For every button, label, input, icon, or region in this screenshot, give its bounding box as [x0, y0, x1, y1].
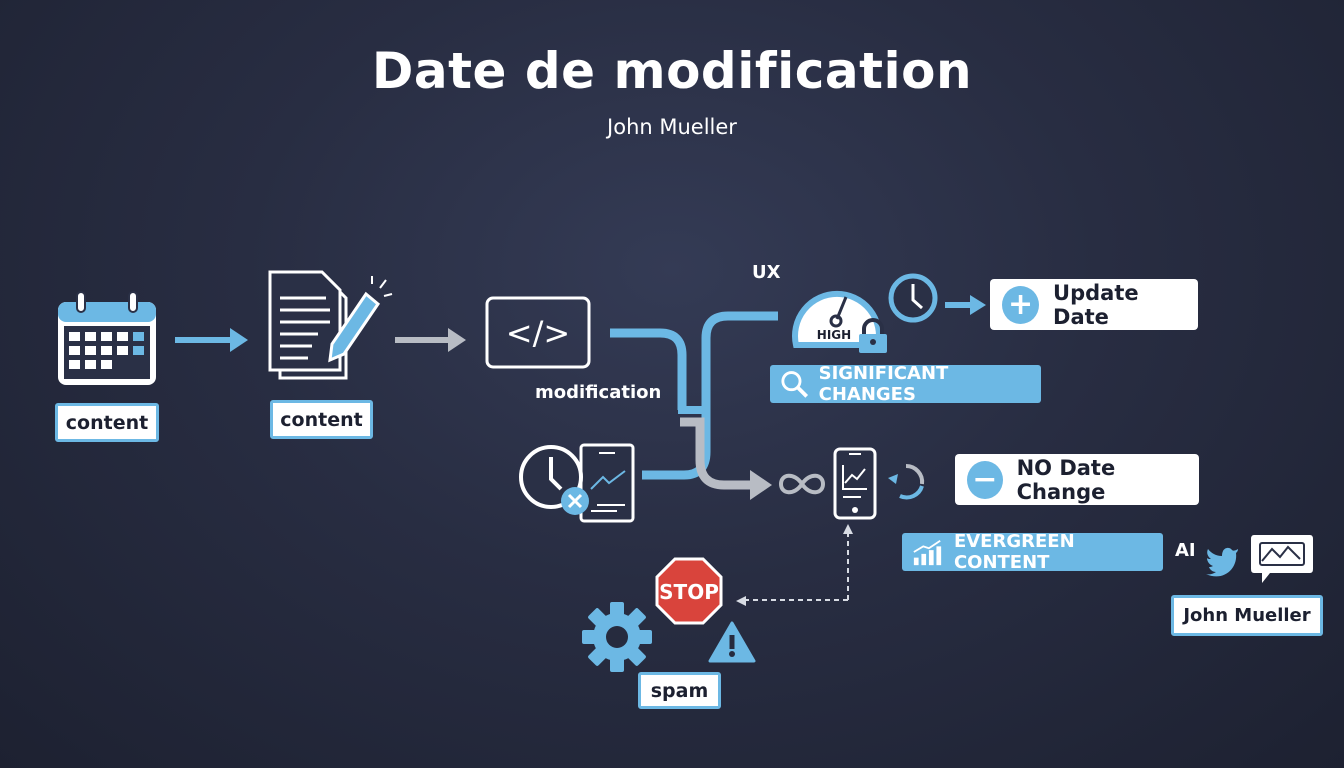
code-icon: </> — [485, 296, 591, 369]
arrow-document-to-code — [395, 328, 466, 352]
refresh-icon — [888, 463, 925, 500]
connector-code-branch — [610, 328, 687, 410]
calendar-icon — [58, 291, 156, 385]
search-icon — [781, 371, 809, 398]
no-date-change-box: − NO Date Change — [955, 454, 1199, 505]
page-title: Date de modification — [371, 42, 973, 100]
document-content-label: content — [270, 400, 373, 439]
significant-changes-label: SIGNIFICANT CHANGES — [818, 363, 949, 405]
lock-icon — [859, 318, 887, 353]
document-edit-icon — [268, 270, 393, 380]
plus-icon: + — [1002, 285, 1040, 324]
connector-upper-branch — [642, 311, 778, 480]
spam-label: spam — [638, 672, 721, 709]
speed-gauge-icon: HIGH — [792, 290, 887, 353]
svg-text:</>: </> — [506, 314, 570, 352]
stop-sign-icon: STOP — [655, 557, 723, 625]
no-date-change-label: NO Date Change — [1016, 455, 1116, 504]
john-mueller-label: John Mueller — [1171, 595, 1323, 636]
smartphone-chart-icon — [833, 447, 877, 520]
growth-chart-icon — [913, 539, 942, 566]
calendar-content-label: content — [55, 403, 159, 442]
significant-changes-banner: SIGNIFICANT CHANGES — [770, 363, 1041, 405]
minus-icon: − — [967, 460, 1003, 499]
update-date-box: + Update Date — [990, 279, 1198, 330]
stop-label: STOP — [659, 580, 719, 604]
modification-label: modification — [535, 382, 662, 403]
clock-tablet-icon — [519, 443, 635, 523]
evergreen-content-label: EVERGREEN CONTENT — [953, 531, 1075, 573]
evergreen-content-banner: EVERGREEN CONTENT — [902, 531, 1163, 573]
infinity-icon — [778, 473, 826, 495]
gauge-high-label: HIGH — [817, 328, 851, 342]
twitter-bird-icon — [1206, 547, 1238, 577]
chat-chart-icon — [1251, 535, 1313, 583]
clock-icon — [888, 273, 938, 323]
arrow-to-evergreen — [680, 417, 752, 490]
warning-icon — [708, 621, 756, 663]
ux-label: UX — [752, 262, 781, 283]
arrow-calendar-to-document — [175, 328, 248, 352]
page-subtitle: John Mueller — [607, 115, 737, 139]
ai-label: AI — [1175, 540, 1196, 561]
gear-icon — [582, 602, 652, 672]
dashed-arrow-phone-to-stop — [736, 524, 853, 606]
update-date-label: Update Date — [1053, 280, 1139, 329]
arrow-ux-to-update — [945, 295, 986, 315]
arrow-to-evergreen-head — [750, 470, 772, 500]
